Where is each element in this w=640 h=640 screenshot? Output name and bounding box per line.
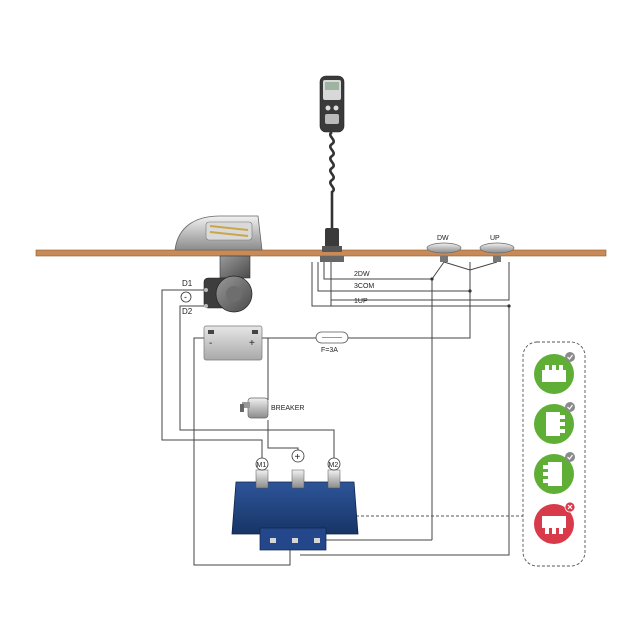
battery-positive: + (249, 338, 255, 349)
deck-line (35, 249, 607, 257)
up-footswitch (479, 242, 515, 262)
up-switch-label: UP (490, 235, 500, 242)
d2-label: D2 (182, 307, 193, 316)
m1-terminal (255, 457, 269, 471)
m1-label: M1 (257, 462, 267, 469)
m2-terminal (327, 457, 341, 471)
battery-negative: - (209, 338, 212, 349)
breaker-label: BREAKER (271, 405, 304, 412)
dw-switch-label: DW (437, 235, 449, 242)
install-option-4 (534, 501, 576, 544)
junction-dots (430, 277, 511, 308)
handheld-remote (319, 75, 345, 262)
d1-sign: - (184, 292, 187, 302)
battery (203, 325, 263, 361)
box-side-view-icon (543, 462, 562, 486)
wire-label-1up: 1UP (354, 298, 368, 305)
install-options-panel (522, 341, 586, 567)
wire-label-2dw: 2DW (354, 271, 370, 278)
windlass (174, 215, 263, 313)
wire-label-3com: 3COM (354, 283, 374, 290)
install-option-3 (534, 452, 575, 494)
m2-label: M2 (329, 462, 339, 469)
d1-label: D1 (182, 279, 193, 288)
box-top-view-icon (542, 365, 566, 382)
fuse (315, 331, 349, 344)
check-badge (565, 402, 575, 412)
positive-terminal (291, 449, 305, 463)
box-side-view-icon (546, 412, 565, 436)
d1-terminal (180, 291, 192, 303)
dw-footswitch (426, 242, 462, 262)
check-badge (565, 452, 575, 462)
positive-label: + (295, 452, 301, 463)
box-upside-down-icon (542, 516, 566, 534)
control-box (231, 469, 359, 551)
install-option-1 (534, 352, 575, 394)
install-option-2 (534, 402, 575, 444)
fuse-label: F=3A (321, 347, 338, 354)
check-badge (565, 352, 575, 362)
circuit-breaker (240, 397, 269, 419)
